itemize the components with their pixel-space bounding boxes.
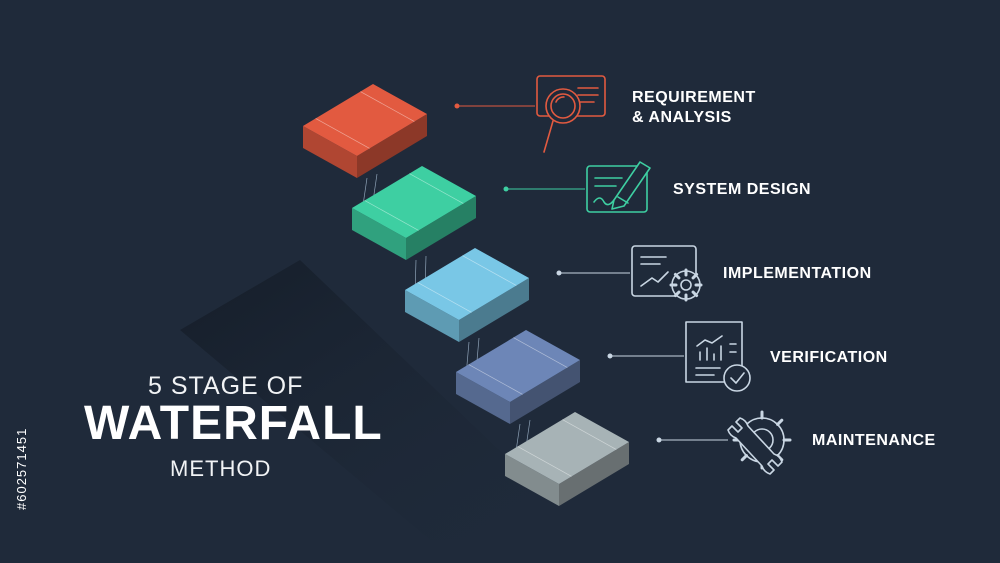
block-face-top: [405, 248, 529, 320]
block-detail-line: [360, 91, 415, 122]
block-face-top: [352, 166, 476, 238]
block-detail-line: [562, 419, 617, 450]
block-face-left: [352, 208, 406, 260]
gear-tooth: [673, 290, 681, 298]
step-block-3: [405, 248, 529, 377]
block-face-left: [505, 454, 559, 506]
gear-tooth: [740, 454, 748, 462]
stage-label-implementation: IMPLEMENTATION: [723, 265, 872, 282]
block-face-top: [505, 412, 629, 484]
stage-label-maintenance: MAINTENANCE: [812, 432, 936, 449]
block-detail-line: [513, 337, 568, 368]
stock-id-text: #602571451: [12, 330, 29, 510]
connector-dot: [454, 103, 460, 109]
block-face-right: [406, 196, 476, 260]
step-block-1: [303, 84, 427, 213]
connector-dot: [607, 353, 613, 359]
step-block-5: [505, 412, 629, 506]
title-main: WATERFALL: [84, 397, 383, 450]
block-face-right: [459, 278, 529, 342]
block-face-left: [456, 372, 510, 424]
block-detail-line: [517, 446, 572, 477]
title-line-3: METHOD: [170, 456, 272, 481]
gear-tooth: [673, 272, 681, 280]
block-face-top: [303, 84, 427, 156]
pen-document-icon: [586, 161, 651, 213]
block-detail-line: [468, 364, 523, 395]
title-line-1: 5 STAGE OF: [148, 372, 304, 400]
stage-label-requirement: REQUIREMENT & ANALYSIS: [632, 89, 756, 126]
stage-label-verification: VERIFICATION: [770, 349, 888, 366]
stock-id-label: #602571451: [14, 427, 29, 510]
magnifier-document-icon: [536, 75, 606, 153]
block-detail-line: [315, 118, 370, 149]
block-detail-line: [417, 282, 472, 313]
connector-dot: [503, 186, 509, 192]
connector-dot: [656, 437, 662, 443]
report-check-icon: [685, 321, 751, 392]
block-face-left: [405, 290, 459, 342]
block-detail-line: [409, 173, 464, 204]
step-block-2: [352, 166, 476, 295]
block-face-left: [303, 126, 357, 178]
connector-dot: [556, 270, 562, 276]
step-block-4: [456, 330, 580, 459]
block-face-right: [559, 442, 629, 506]
connector-lines: [454, 103, 728, 443]
block-face-right: [510, 360, 580, 424]
wrench-gear-icon: [727, 410, 792, 475]
block-face-right: [357, 114, 427, 178]
gear-tooth: [776, 418, 784, 426]
gear-tooth: [691, 272, 699, 280]
gear-chart-icon: [631, 245, 703, 302]
gear-tooth: [691, 290, 699, 298]
block-detail-line: [364, 200, 419, 231]
staircase-shadow: [180, 260, 600, 540]
block-face-top: [456, 330, 580, 402]
step-blocks: [303, 84, 629, 506]
block-detail-line: [462, 255, 517, 286]
stage-label-system-design: SYSTEM DESIGN: [673, 181, 812, 198]
